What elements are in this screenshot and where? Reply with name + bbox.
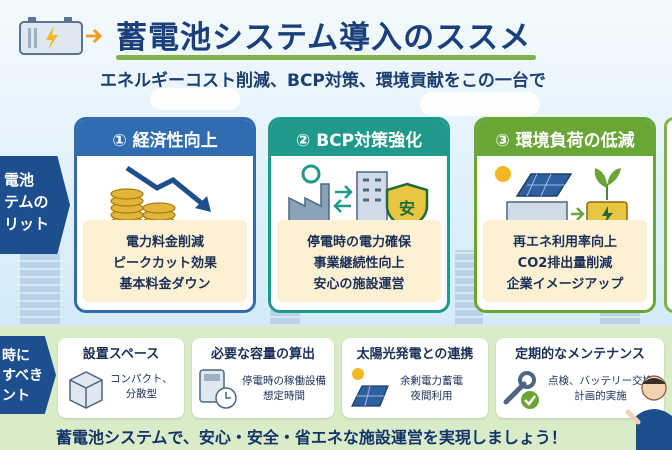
- cloud: [150, 88, 240, 110]
- bullet: 基本料金ダウン: [119, 276, 211, 292]
- side-tab-line: ント: [2, 388, 30, 404]
- shield-badge-text: 安: [399, 199, 415, 218]
- title-underline: [116, 55, 536, 60]
- point-desc-line: 夜間利用: [410, 390, 453, 402]
- point-title: 必要な容量の算出: [210, 347, 315, 362]
- presenter-figure: [625, 375, 672, 450]
- factory-shield-icon: 安: [288, 164, 429, 230]
- point-title: 定期的なメンテナンス: [515, 347, 645, 362]
- bullet: ピークカット効果: [112, 255, 217, 271]
- card-bullets: 電力料金削減 ピークカット効果 基本料金ダウン: [83, 220, 247, 302]
- bullet: 安心の施設運営: [313, 276, 405, 292]
- side-tab-line: リット: [4, 215, 50, 233]
- card-title: ③ 環境負荷の低減: [477, 120, 653, 156]
- card-bullets: 停電時の電力確保 事業継続性向上 安心の施設運営: [277, 220, 441, 302]
- point-card-space: 設置スペース コンパクト、 分散型: [58, 338, 184, 418]
- merit-card-bcp: ② BCP対策強化 安 停電時の電力確保 事業継続性向上 安心の施設運営: [268, 117, 450, 313]
- point-desc: 停電時の稼働設備 想定時間: [242, 374, 326, 404]
- bullet: 停電時の電力確保: [306, 234, 411, 250]
- page-title: 蓄電池システム導入のススメ: [116, 20, 532, 56]
- cloud: [420, 92, 540, 116]
- calculator-clock-icon: [199, 369, 237, 409]
- card-bullets: 再エネ利用率向上 CO2排出量削減 企業イメージアップ: [483, 220, 647, 302]
- side-tab-line: すべき: [2, 368, 44, 384]
- point-card-maintenance: 定期的なメンテナンス 点検、バッテリー交換 計画的実施: [496, 338, 664, 418]
- bullet: 電力料金削減: [125, 234, 204, 250]
- box-icon: [69, 371, 103, 409]
- point-desc-line: コンパクト、: [110, 373, 173, 385]
- point-title: 太陽光発電との連携: [356, 347, 474, 362]
- footer-message: 蓄電池システムで、安心・安全・省エネな施設運営を実現しましょう！: [56, 428, 567, 447]
- bullet: 事業継続性向上: [313, 255, 405, 271]
- side-tab-line: 電池: [4, 171, 35, 189]
- point-desc: 点検、バッテリー交換 計画的実施: [548, 374, 653, 404]
- page-subtitle: エネルギーコスト削減、BCP対策、環境貢献をこの一台で: [100, 71, 546, 91]
- card-title: ① 経済性向上: [77, 120, 253, 156]
- solar-panel-icon: [351, 368, 389, 407]
- point-desc-line: 点検、バッテリー交換: [548, 375, 653, 387]
- bullet: 再エネ利用率向上: [512, 234, 617, 250]
- point-desc-line: 計画的実施: [574, 390, 627, 402]
- card-edge-peek: [664, 117, 672, 313]
- merit-card-economy: ① 経済性向上 電力料金削減 ピークカット効果 基本料金ダウン: [74, 117, 256, 313]
- point-title: 設置スペース: [82, 347, 160, 362]
- point-card-capacity: 必要な容量の算出 停電時の稼働設備 想定時間: [192, 338, 334, 418]
- point-desc-line: 想定時間: [263, 390, 305, 402]
- point-desc: 余剰電力蓄電 夜間利用: [400, 374, 463, 404]
- side-tab-line: テムの: [4, 193, 49, 211]
- side-tab-line: 時に: [2, 348, 30, 364]
- point-card-solar: 太陽光発電との連携 余剰電力蓄電 夜間利用: [342, 338, 488, 418]
- battery-icon: [19, 17, 103, 55]
- card-title: ② BCP対策強化: [271, 120, 447, 156]
- point-desc-line: 分散型: [125, 388, 158, 400]
- point-desc-line: 停電時の稼働設備: [242, 375, 326, 387]
- merits-side-tab: 電池 テムの リット: [0, 156, 70, 254]
- bullet: 企業イメージアップ: [506, 276, 624, 292]
- points-side-tab: 時に すべき ント: [0, 336, 56, 414]
- coins-chart-icon: [110, 165, 211, 228]
- bullet: CO2排出量削減: [517, 255, 613, 271]
- merit-card-environment: ③ 環境負荷の低減 再エネ利用率向上 CO2排出量削減 企業イメージアップ: [474, 117, 656, 313]
- wrench-check-icon: [503, 371, 539, 409]
- city-building: [20, 250, 60, 332]
- point-desc: コンパクト、 分散型: [110, 372, 173, 402]
- point-desc-line: 余剰電力蓄電: [400, 375, 463, 387]
